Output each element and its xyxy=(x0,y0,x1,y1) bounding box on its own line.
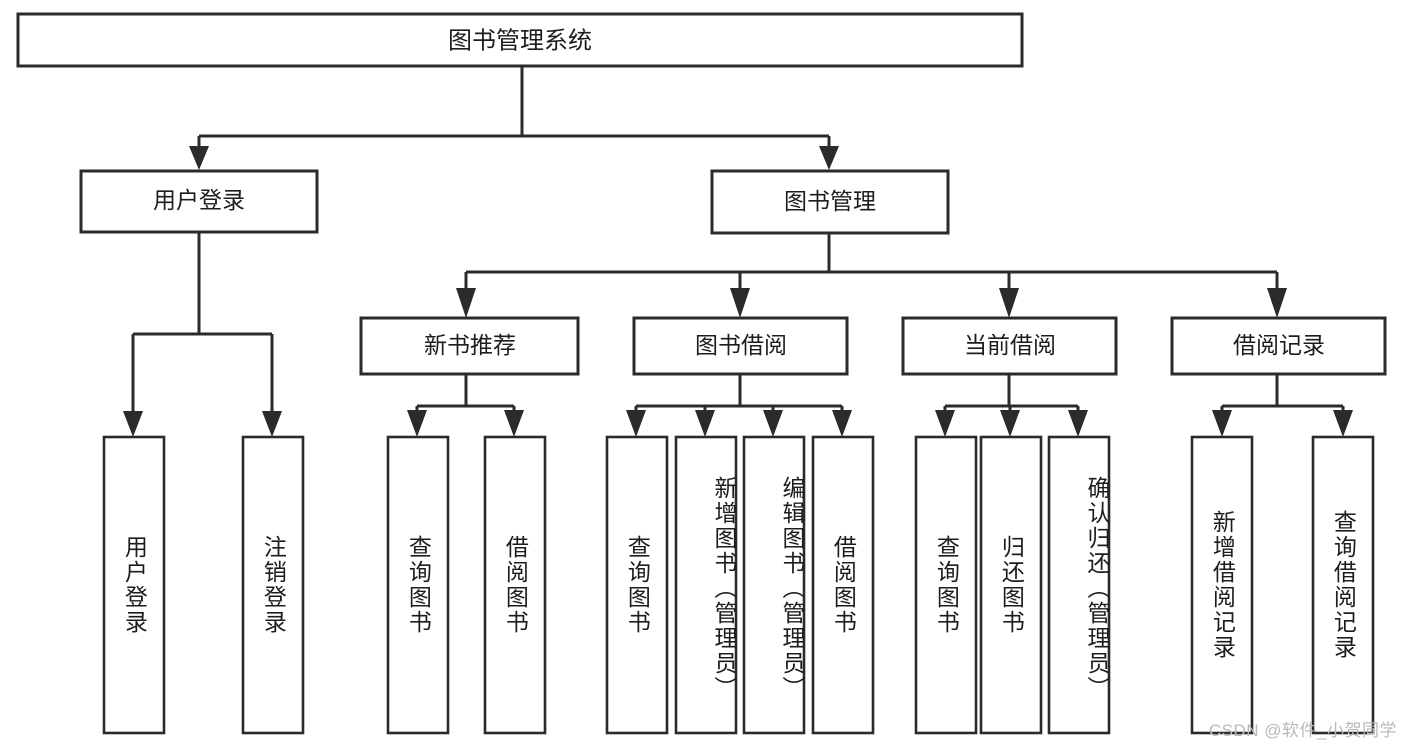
leaf-box-logout[interactable] xyxy=(241,435,305,735)
arrow-to-leaf-confirm-return xyxy=(1068,410,1088,437)
node-new-book-recommend[interactable]: 新书推荐 xyxy=(359,316,580,376)
leaf-box-borrow-book-b[interactable] xyxy=(811,435,875,735)
arrow-to-leaf-user-login xyxy=(123,411,143,437)
leaf-box-return-book[interactable] xyxy=(979,435,1043,735)
leaf-box-query-book-b[interactable] xyxy=(605,435,669,735)
arrow-to-leaf-query-book-a xyxy=(407,410,427,437)
node-book-management[interactable]: 图书管理 xyxy=(710,169,950,235)
arrow-to-leaf-logout xyxy=(262,411,282,437)
leaf-box-query-record[interactable] xyxy=(1311,435,1375,735)
leaf-box-query-book-a[interactable] xyxy=(386,435,450,735)
node-book-management-box[interactable] xyxy=(710,169,950,235)
node-current-borrow[interactable]: 当前借阅 xyxy=(901,316,1118,376)
node-current-borrow-label: 当前借阅 xyxy=(964,332,1056,358)
arrow-to-leaf-borrow-book-b xyxy=(832,410,852,437)
node-book-management-label: 图书管理 xyxy=(784,188,876,214)
arrow-to-leaf-query-book-b xyxy=(626,410,646,437)
node-root[interactable]: 图书管理系统 xyxy=(16,12,1024,68)
node-book-borrow-label: 图书借阅 xyxy=(695,332,787,358)
node-new-book-recommend-box[interactable] xyxy=(359,316,580,376)
arrow-to-leaf-add-record xyxy=(1212,410,1232,437)
arrow-to-leaf-query-book-c xyxy=(935,410,955,437)
leaf-box-borrow-book-a[interactable] xyxy=(483,435,547,735)
arrow-to-leaf-add-book xyxy=(695,410,715,437)
arrow-to-leaf-borrow-book-a xyxy=(504,410,524,437)
leaf-box-add-book[interactable] xyxy=(674,435,738,735)
node-book-borrow[interactable]: 图书借阅 xyxy=(632,316,849,376)
leaf-box-user-login[interactable] xyxy=(102,435,166,735)
arrow-to-leaf-edit-book xyxy=(763,410,783,437)
arrow-to-borrow-record xyxy=(1267,288,1287,318)
leaf-box-group xyxy=(102,435,1375,735)
arrow-to-leaf-query-record xyxy=(1333,410,1353,437)
node-borrow-record[interactable]: 借阅记录 xyxy=(1170,316,1387,376)
leaf-box-confirm-return[interactable] xyxy=(1047,435,1111,735)
node-user-login-box[interactable] xyxy=(79,169,319,234)
arrow-to-new-book xyxy=(456,288,476,318)
edge-group xyxy=(123,66,1353,437)
node-user-login[interactable]: 用户登录 xyxy=(79,169,319,234)
arrow-to-user-login xyxy=(189,146,209,170)
node-new-book-recommend-label: 新书推荐 xyxy=(424,332,516,358)
node-root-box[interactable] xyxy=(16,12,1024,68)
leaf-box-query-book-c[interactable] xyxy=(914,435,978,735)
node-book-borrow-box[interactable] xyxy=(632,316,849,376)
watermark-text: CSDN @软件_小贺同学 xyxy=(1208,721,1397,740)
node-borrow-record-label: 借阅记录 xyxy=(1233,332,1325,358)
arrow-to-book-management xyxy=(819,146,839,170)
node-user-login-label: 用户登录 xyxy=(153,187,245,213)
node-current-borrow-box[interactable] xyxy=(901,316,1118,376)
leaf-box-add-record[interactable] xyxy=(1190,435,1254,735)
node-borrow-record-box[interactable] xyxy=(1170,316,1387,376)
leaf-box-edit-book[interactable] xyxy=(742,435,806,735)
arrow-to-current-borrow xyxy=(999,288,1019,318)
node-root-label: 图书管理系统 xyxy=(448,27,592,54)
arrow-to-leaf-return-book xyxy=(1000,410,1020,437)
arrow-to-book-borrow xyxy=(730,288,750,318)
